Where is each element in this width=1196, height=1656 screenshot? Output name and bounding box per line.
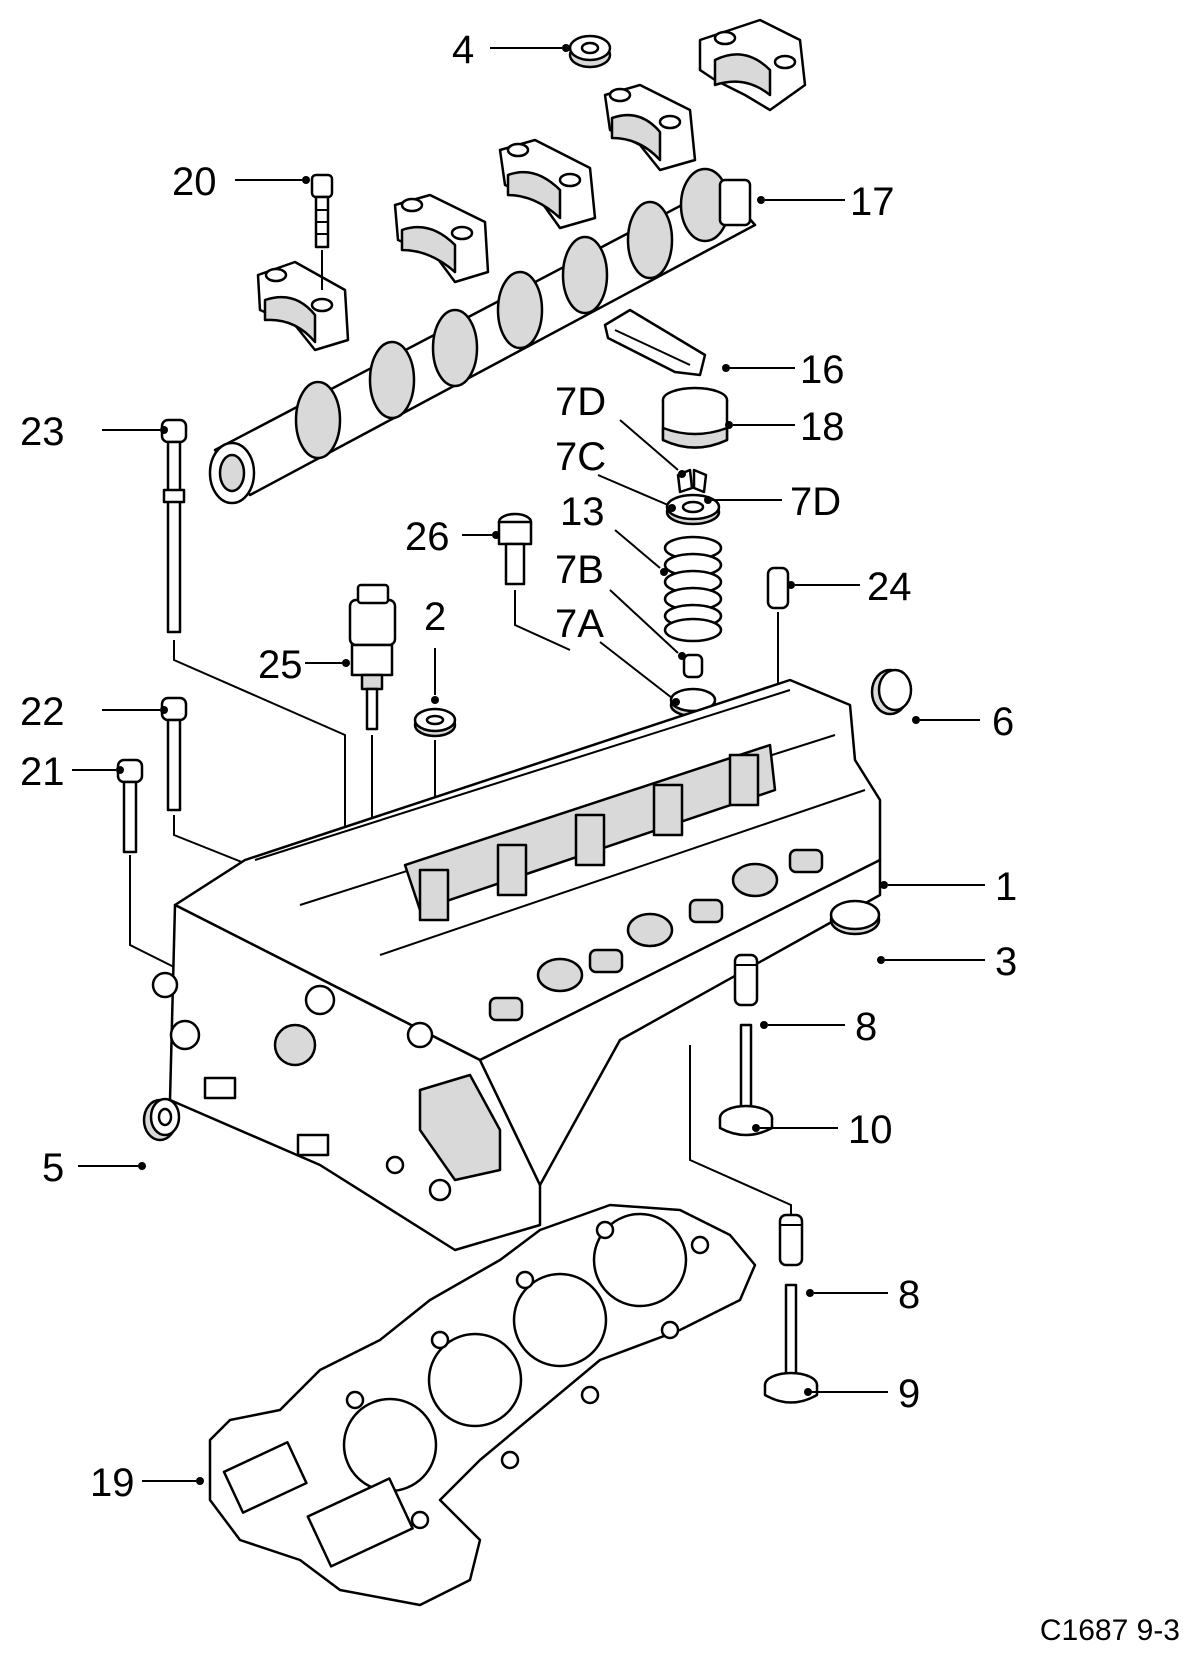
valve-10 [718,1023,774,1137]
washer-2 [413,707,457,880]
callout-13: 13 [560,490,605,534]
bearing-cap-3 [498,138,597,230]
callout-26: 26 [405,515,450,559]
callout-8-top: 8 [855,1005,877,1049]
hydraulic-tappet-18 [661,386,729,449]
bearing-cap-4 [393,193,490,284]
callout-21: 21 [20,750,65,794]
bearing-cap-1 [698,18,807,112]
callout-7d-top: 7D [555,380,606,424]
valve-stem-seal-7b [682,653,704,679]
callout-7d-right: 7D [790,480,841,524]
guide-leader-line [689,1045,792,1215]
bolt-20 [310,173,334,290]
rocker-finger-16 [603,308,707,377]
valve-9 [763,1283,819,1404]
callout-labels: 4 20 17 16 7D 23 18 7C 7D 13 26 7B 24 7A… [20,28,1017,1505]
callout-17: 17 [850,180,895,224]
callout-18: 18 [800,405,845,449]
valve-spring-13 [663,535,723,643]
callout-20: 20 [172,160,217,204]
cylinder-head-1 [151,678,882,1252]
bearing-cap-2 [603,83,697,172]
head-gasket-19 [208,1203,757,1607]
callout-4: 4 [452,28,474,72]
camshaft [208,167,757,505]
callout-7b: 7B [555,548,604,592]
callout-8-bottom: 8 [898,1273,920,1317]
callout-22: 22 [20,690,65,734]
seal-4 [568,34,612,69]
sensor-25 [348,583,397,880]
callout-2: 2 [424,595,446,639]
plug-3 [829,899,881,936]
bolt-26 [497,512,571,651]
callout-6: 6 [992,700,1014,744]
callout-9: 9 [898,1372,920,1416]
callout-16: 16 [800,348,845,392]
reference-code: C1687 9-3 [1040,1614,1180,1647]
callout-7a: 7A [555,602,604,646]
callout-25: 25 [258,643,303,687]
callout-19: 19 [90,1461,135,1505]
callout-leaders [72,44,985,1485]
bolt-23 [160,418,346,880]
callout-10: 10 [848,1108,893,1152]
valve-guide-8-bottom [778,1213,804,1267]
callout-7c: 7C [555,435,606,479]
callout-5: 5 [42,1146,64,1190]
callout-3: 3 [995,940,1017,984]
callout-24: 24 [867,565,912,609]
bearing-cap-5 [256,260,350,352]
dowel-24 [766,566,790,700]
callout-1: 1 [995,865,1017,909]
valve-guide-8-top [733,953,759,1007]
plug-6 [870,668,913,716]
seal-5 [142,1097,181,1142]
callout-23: 23 [20,410,65,454]
